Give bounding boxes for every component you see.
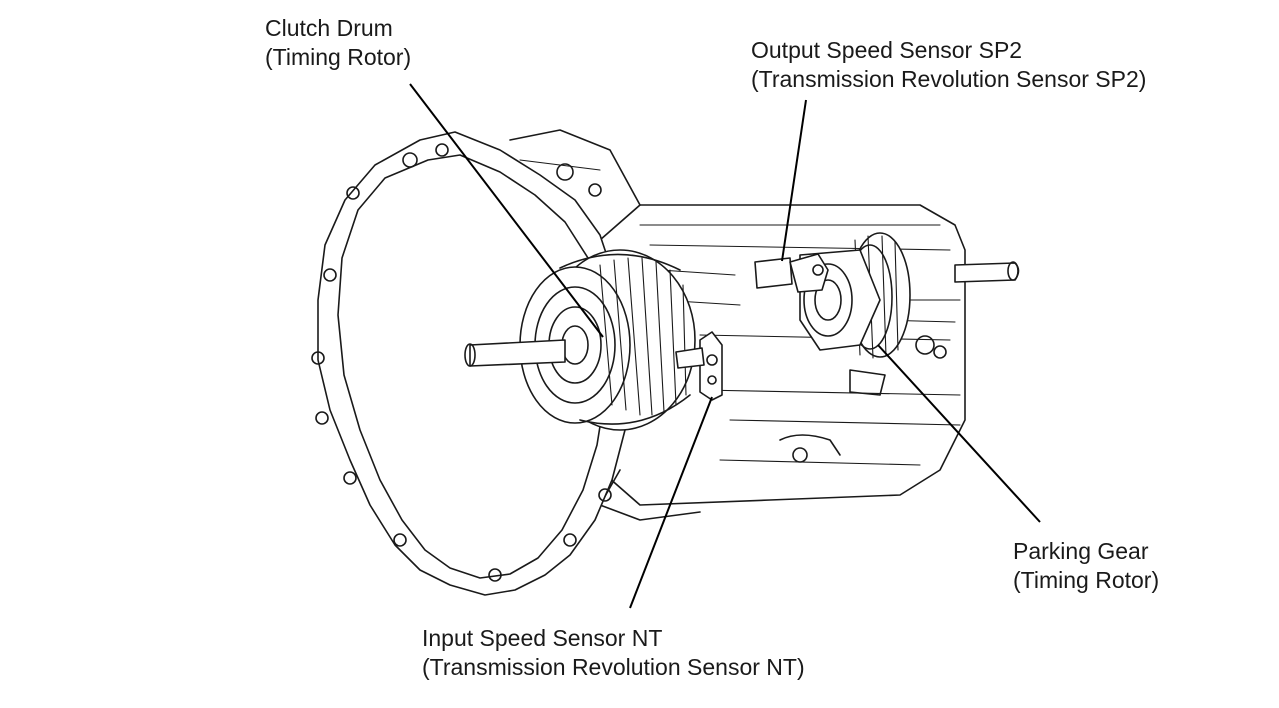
output-speed-sensor [754, 253, 829, 293]
leader-parking-gear [877, 344, 1041, 523]
clutch-drum [519, 249, 696, 431]
leader-clutch-drum [409, 83, 604, 338]
label-output-speed-sensor: Output Speed Sensor SP2 (Transmission Re… [751, 36, 1146, 94]
label-clutch-drum: Clutch Drum (Timing Rotor) [265, 14, 411, 72]
label-parking-gear: Parking Gear (Timing Rotor) [1013, 537, 1159, 595]
input-shaft [464, 339, 566, 367]
input-speed-sensor [675, 331, 723, 401]
label-clutch-drum-line1: Clutch Drum [265, 15, 393, 41]
label-input-speed-sensor: Input Speed Sensor NT (Transmission Revo… [422, 624, 805, 682]
label-parking-gear-line2: (Timing Rotor) [1013, 567, 1160, 593]
label-output-sensor-line1: Output Speed Sensor SP2 [751, 37, 1023, 63]
label-input-sensor-line1: Input Speed Sensor NT [422, 625, 663, 651]
leader-output-sensor [781, 99, 807, 262]
label-parking-gear-line1: Parking Gear [1013, 538, 1149, 564]
label-clutch-drum-line2: (Timing Rotor) [265, 44, 412, 70]
label-output-sensor-line2: (Transmission Revolution Sensor SP2) [751, 66, 1147, 92]
label-input-sensor-line2: (Transmission Revolution Sensor NT) [422, 654, 805, 680]
leader-input-sensor [629, 396, 713, 609]
